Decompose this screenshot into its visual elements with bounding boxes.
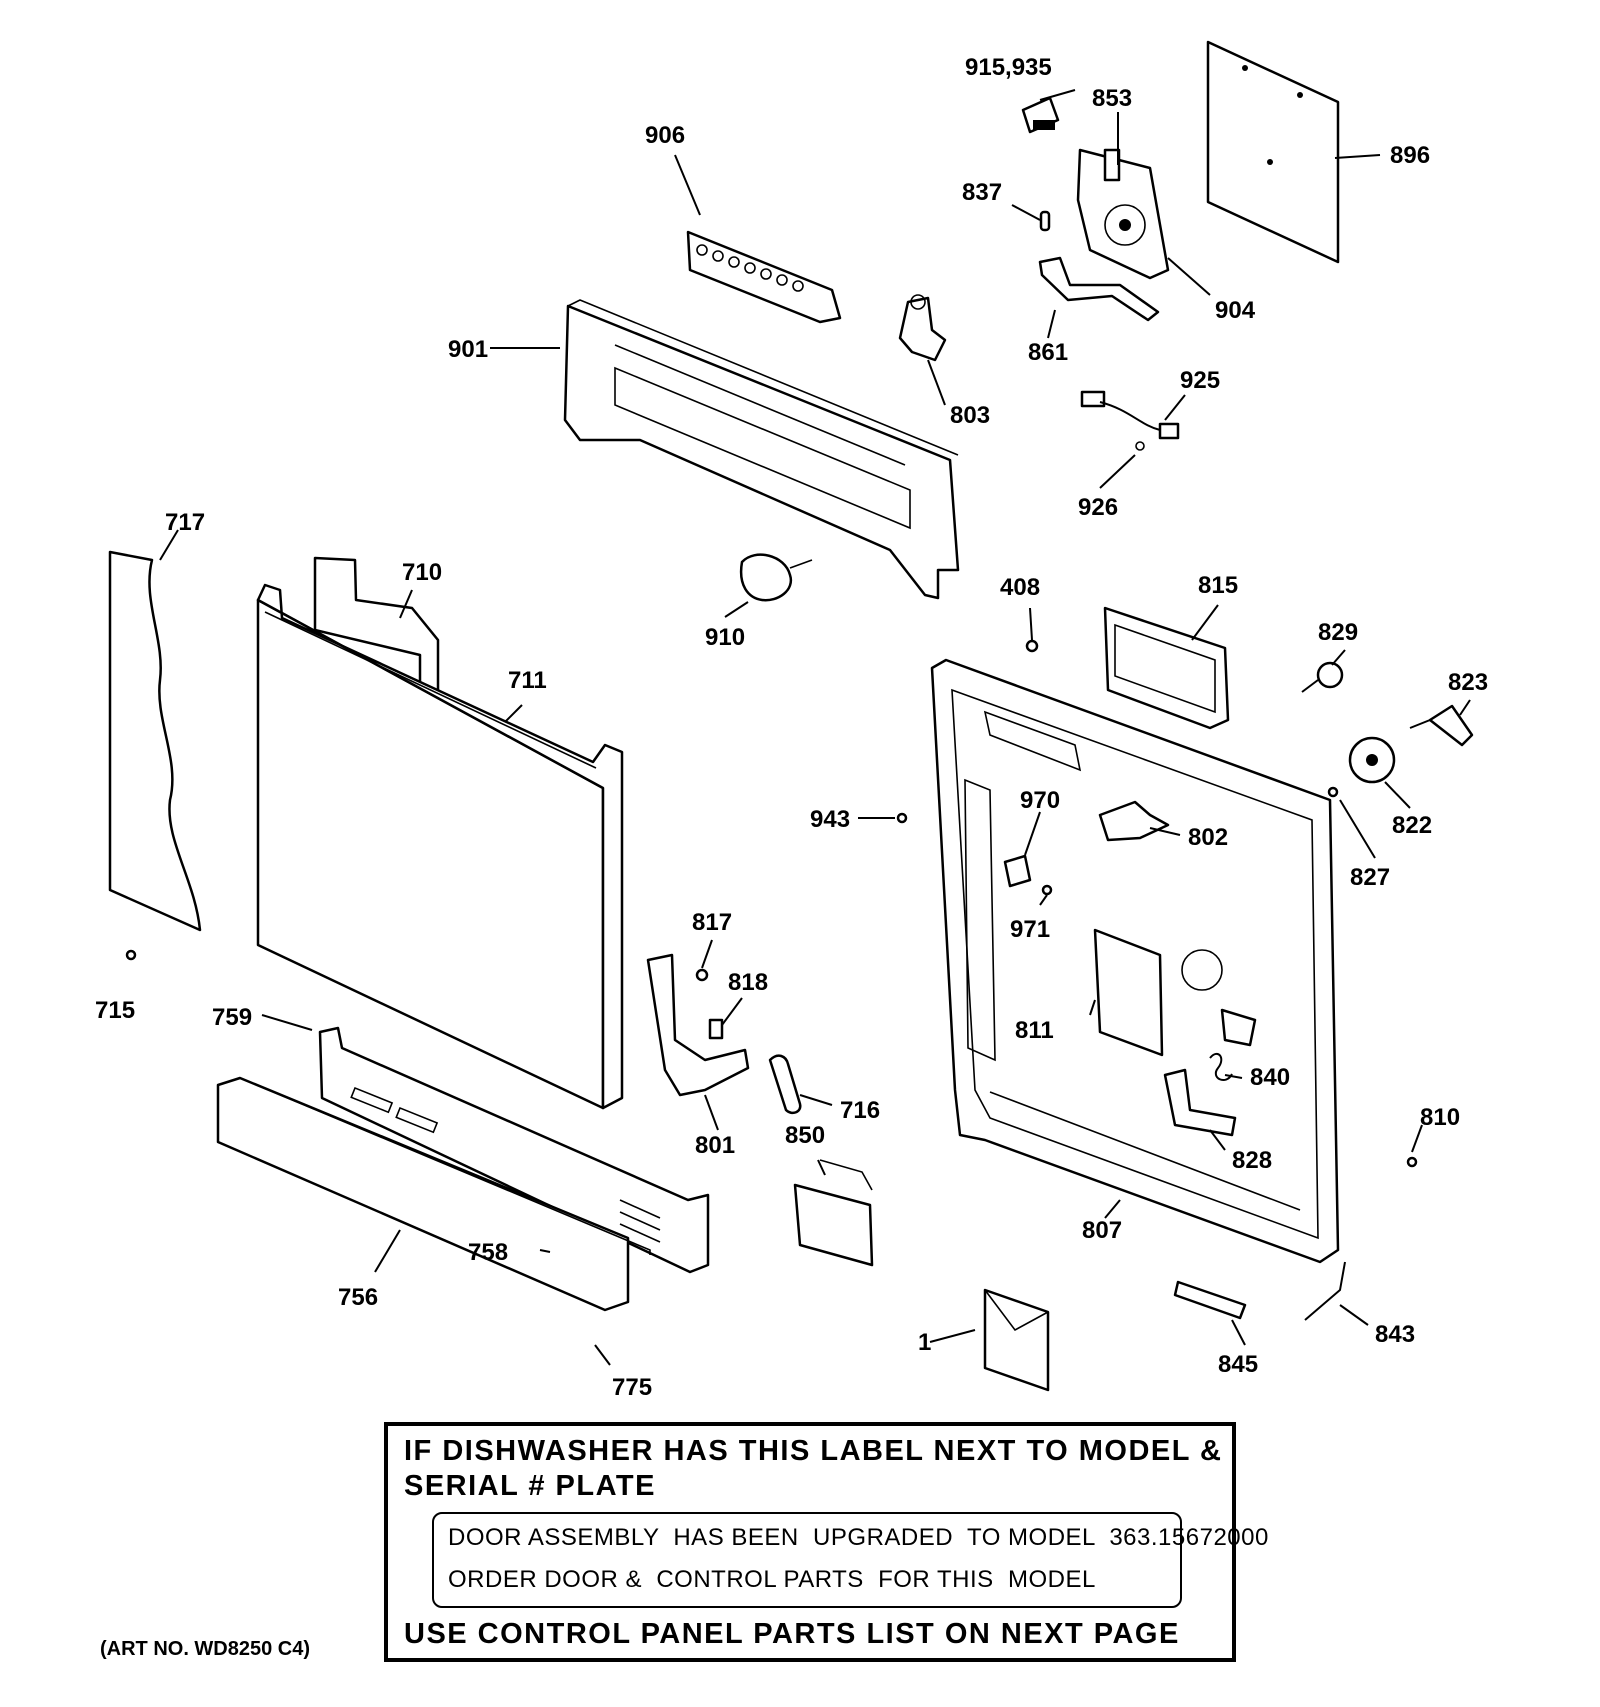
label-803: 803 xyxy=(950,402,990,429)
label-818: 818 xyxy=(728,969,768,996)
part-labels: 915,935 853 896 906 837 904 861 901 803 … xyxy=(95,54,1488,1401)
part-901-control-panel xyxy=(563,299,960,600)
label-775: 775 xyxy=(612,1374,652,1401)
label-715: 715 xyxy=(95,997,135,1024)
part-925-wire-harness xyxy=(1080,390,1180,451)
label-837: 837 xyxy=(962,179,1002,206)
part-823-lever xyxy=(1409,704,1474,747)
label-716: 716 xyxy=(840,1097,880,1124)
label-910: 910 xyxy=(705,624,745,651)
part-906-switch-board xyxy=(686,230,842,324)
label-811: 811 xyxy=(1015,1017,1054,1044)
label-801: 801 xyxy=(695,1132,735,1159)
label-823: 823 xyxy=(1448,669,1488,696)
part-717-panel xyxy=(108,550,202,932)
label-756: 756 xyxy=(338,1284,378,1311)
part-710-insulation xyxy=(313,556,440,702)
label-822: 822 xyxy=(1392,812,1432,839)
label-850: 850 xyxy=(785,1122,825,1149)
door-upgrade-sample-label: DOOR ASSEMBLY HAS BEEN UPGRADED TO MODEL… xyxy=(432,1512,1268,1608)
part-910-knob xyxy=(739,553,813,602)
sample-label-line-1: DOOR ASSEMBLY HAS BEEN UPGRADED TO MODEL… xyxy=(448,1524,1269,1551)
label-840: 840 xyxy=(1250,1064,1290,1091)
label-815: 815 xyxy=(1198,572,1238,599)
label-827: 827 xyxy=(1350,864,1390,891)
label-807: 807 xyxy=(1082,1217,1122,1244)
label-758: 758 xyxy=(468,1239,508,1266)
notice-heading: IF DISHWASHER HAS THIS LABEL NEXT TO MOD… xyxy=(404,1435,1223,1502)
part-840-spring xyxy=(1209,1052,1233,1082)
label-901: 901 xyxy=(448,336,488,363)
label-896: 896 xyxy=(1390,142,1430,169)
label-408: 408 xyxy=(1000,574,1040,601)
part-801-hinge xyxy=(646,953,750,1097)
label-906: 906 xyxy=(645,122,685,149)
part-screws xyxy=(125,639,1418,1265)
label-915-935: 915,935 xyxy=(965,54,1052,81)
notice-footer: USE CONTROL PANEL PARTS LIST ON NEXT PAG… xyxy=(404,1618,1180,1650)
label-829: 829 xyxy=(1318,619,1358,646)
part-756-kick-plate xyxy=(216,1076,661,1312)
part-915-935-connector xyxy=(1021,96,1060,134)
label-810: 810 xyxy=(1420,1104,1460,1131)
label-817: 817 xyxy=(692,909,732,936)
label-904: 904 xyxy=(1215,297,1256,324)
art-number: (ART NO. WD8250 C4) xyxy=(100,1638,311,1660)
label-710: 710 xyxy=(402,559,442,586)
part-711-door-panel xyxy=(256,583,624,1110)
label-925: 925 xyxy=(1180,367,1220,394)
part-837-spring xyxy=(1039,210,1051,232)
part-829-cap xyxy=(1301,661,1344,693)
label-711: 711 xyxy=(508,667,547,694)
part-861-lever xyxy=(1038,256,1160,322)
label-861: 861 xyxy=(1028,339,1068,366)
label-802: 802 xyxy=(1188,824,1228,851)
label-759: 759 xyxy=(212,1004,252,1031)
upgrade-notice-box: IF DISHWASHER HAS THIS LABEL NEXT TO MOD… xyxy=(384,1422,1268,1662)
label-828: 828 xyxy=(1232,1147,1272,1174)
part-822-dial xyxy=(1348,736,1396,784)
label-843: 843 xyxy=(1375,1321,1415,1348)
part-815-vent xyxy=(1103,606,1230,730)
label-926: 926 xyxy=(1078,494,1118,521)
label-970: 970 xyxy=(1020,787,1060,814)
part-759-bracket xyxy=(318,1026,710,1274)
part-828-arm xyxy=(1163,1068,1237,1137)
part-803-switch xyxy=(898,294,947,362)
part-845-strip xyxy=(1173,1280,1247,1320)
part-904-timer xyxy=(1076,148,1170,280)
label-845: 845 xyxy=(1218,1351,1258,1378)
label-943: 943 xyxy=(810,806,850,833)
part-807-inner-door xyxy=(930,658,1340,1264)
label-971: 971 xyxy=(1010,916,1050,943)
part-896-plate xyxy=(1206,40,1340,264)
label-853: 853 xyxy=(1092,85,1132,112)
label-1: 1 xyxy=(918,1329,931,1356)
part-843-trim xyxy=(1304,1261,1346,1321)
part-818-bolt xyxy=(708,1018,724,1040)
part-716-link xyxy=(768,1054,802,1115)
part-850-cover xyxy=(793,1159,874,1267)
label-717: 717 xyxy=(165,509,205,536)
sample-label-line-2: ORDER DOOR & CONTROL PARTS FOR THIS MODE… xyxy=(448,1566,1096,1593)
part-802-latch xyxy=(1098,800,1170,842)
leader-lines xyxy=(159,89,1471,1366)
part-970-cap xyxy=(1003,854,1032,888)
part-1-envelope xyxy=(983,1288,1050,1392)
